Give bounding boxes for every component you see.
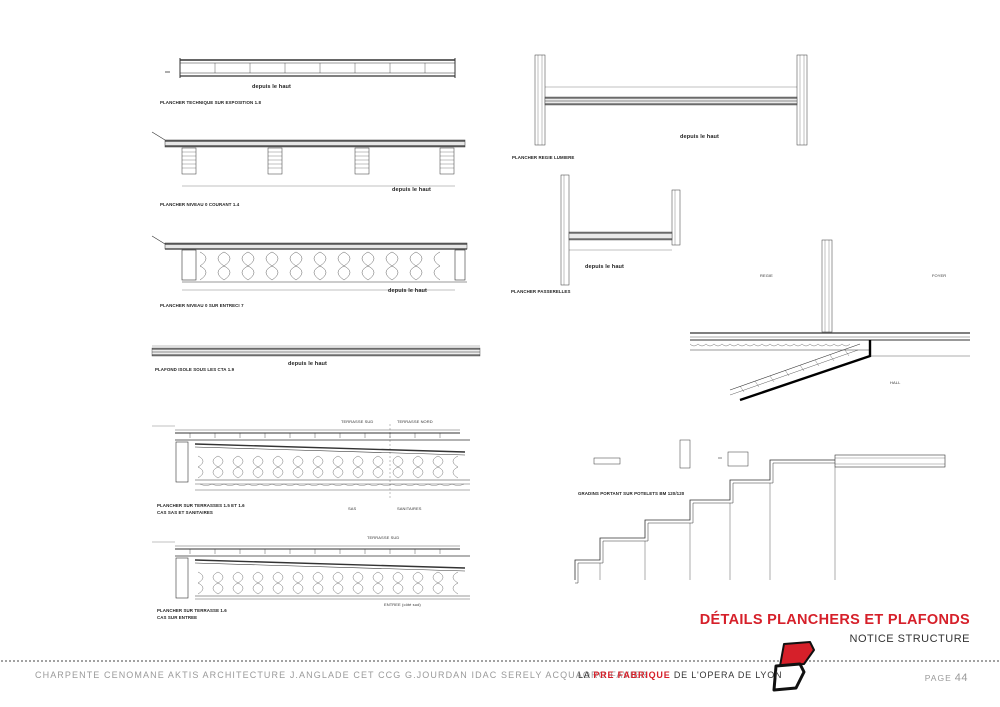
project-suffix: DE L'OPERA DE LYON: [670, 670, 783, 680]
caption-d1: PLANCHER TECHNIQUE SUR EXPOSITION 1.8: [160, 100, 262, 105]
footer-project: LA PRE FABRIQUE DE L'OPERA DE LYON: [578, 670, 782, 680]
drawing-plancher-technique: [165, 58, 456, 78]
tag-sanitaires: SANITAIRES: [397, 506, 422, 511]
caption-d8: PLANCHER PASSERELLES: [511, 289, 571, 294]
title-block: DÉTAILS PLANCHERS ET PLAFONDS NOTICE STR…: [700, 612, 970, 645]
tag-terrasse-sud-2: TERRASSE SUD: [367, 535, 400, 540]
project-prefix: LA: [578, 670, 594, 680]
drawing-plancher-regie: [534, 54, 808, 146]
page-label: PAGE: [924, 673, 952, 683]
tag-regie: REGIE: [760, 273, 773, 278]
caption-d6: PLANCHER SUR TERRASSE 1.6: [157, 608, 227, 613]
caption-d2: PLANCHER NIVEAU 0 COURANT 1.4: [160, 202, 240, 207]
footer-separator: [0, 659, 1000, 663]
tag-sas: SAS: [348, 506, 357, 511]
caption-d7: PLANCHER REGIE LUMIERE: [512, 155, 575, 160]
note-title-d2: depuis le haut: [392, 187, 432, 193]
caption-d4: PLAFOND ISOLE SOUS LES CTA 1.9: [155, 367, 235, 372]
tag-hall: HALL: [890, 380, 901, 385]
tag-terrasse-sud-1: TERRASSE SUD: [341, 419, 374, 424]
drawing-regie-foyer: [689, 239, 970, 402]
note-title-d4: depuis le haut: [288, 361, 328, 367]
drawing-gradins: [574, 439, 946, 584]
drawing-plancher-niveau0: [151, 131, 466, 187]
caption-d5: PLANCHER SUR TERRASSES 1.5 ET 1.6: [157, 503, 245, 508]
drawing-plafond-isole: [151, 345, 481, 357]
note-title-d8: depuis le haut: [585, 264, 625, 270]
note-title-d3: depuis le haut: [388, 288, 428, 294]
opera-logo-icon: [772, 641, 815, 692]
drawing-plancher-terrasses: [152, 424, 470, 500]
caption-d10: GRADINS PORTANT SUR POTELETS BM 120/120: [578, 491, 685, 496]
note-title-d7: depuis le haut: [680, 134, 720, 140]
drawing-plancher-passerelles: [560, 174, 681, 286]
drawing-plancher-entreci: [151, 235, 468, 291]
project-highlight: PRE FABRIQUE: [593, 670, 671, 680]
tag-foyer: FOYER: [932, 273, 947, 278]
tag-entree: ENTREE (côté sud): [384, 602, 421, 607]
caption-d3: PLANCHER NIVEAU 0 SUR ENTRECI 7: [160, 303, 244, 308]
page-subtitle: NOTICE STRUCTURE: [849, 633, 970, 645]
footer-credits: CHARPENTE CENOMANE AKTIS ARCHITECTURE J.…: [35, 670, 649, 680]
structural-drawings: [151, 54, 970, 600]
drawing-plancher-entree: [152, 541, 470, 600]
page-title: DÉTAILS PLANCHERS ET PLAFONDS: [699, 612, 970, 628]
page-number: 44: [954, 672, 968, 684]
note-title-d1: depuis le haut: [252, 84, 292, 90]
tag-terrasse-nord: TERRASSE NORD: [397, 419, 433, 424]
caption-d5-line2: CAS SAS ET SANITAIRES: [157, 510, 213, 515]
caption-d6-line2: CAS SUR ENTREE: [157, 615, 198, 620]
